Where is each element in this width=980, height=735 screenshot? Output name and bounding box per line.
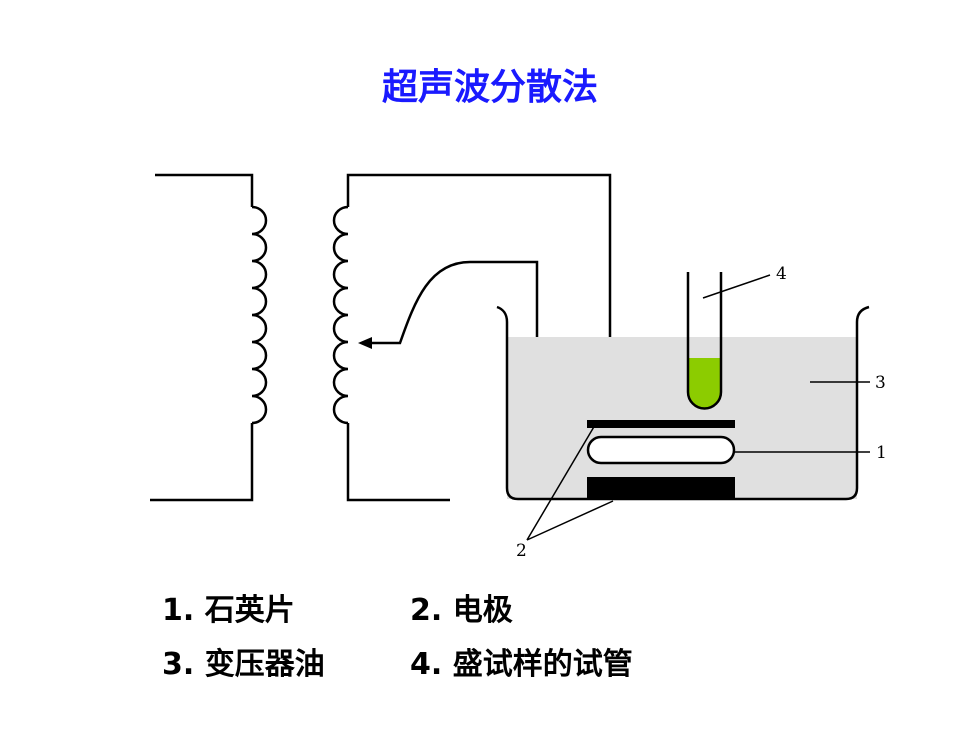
sample-liquid <box>688 358 721 409</box>
callout-2: 2 <box>516 541 527 561</box>
sample-test-tube <box>686 272 723 410</box>
legend-item-4: 4. 盛试样的试管 <box>410 647 633 682</box>
secondary-top-lead <box>346 173 612 400</box>
primary-coil-icon <box>251 205 268 425</box>
oil-bath <box>496 305 870 501</box>
primary-winding <box>150 173 268 502</box>
callout-4: 4 <box>776 264 787 284</box>
secondary-bottom-lead <box>346 423 450 502</box>
tap-wire <box>358 260 539 462</box>
secondary-coil-icon <box>332 205 349 425</box>
legend-item-2: 2. 电极 <box>410 593 513 628</box>
primary-bottom-lead <box>150 423 254 502</box>
callout-3: 3 <box>875 373 886 393</box>
tap-lead <box>370 260 539 462</box>
bottom-electrode <box>587 477 735 499</box>
legend-item-1: 1. 石英片 <box>162 593 295 628</box>
secondary-winding <box>332 173 612 502</box>
primary-top-lead <box>155 173 254 207</box>
legend-item-3: 3. 变压器油 <box>162 647 325 682</box>
callout-1: 1 <box>876 443 887 463</box>
leader-4 <box>702 274 771 299</box>
top-electrode <box>587 420 735 428</box>
transformer-oil <box>507 337 857 499</box>
page-title: 超声波分散法 <box>381 67 598 108</box>
leader-2b <box>526 500 614 541</box>
arrow-icon <box>358 337 372 349</box>
quartz-plate <box>586 435 736 465</box>
leader-2a <box>526 424 596 541</box>
tube-wall <box>686 272 723 410</box>
